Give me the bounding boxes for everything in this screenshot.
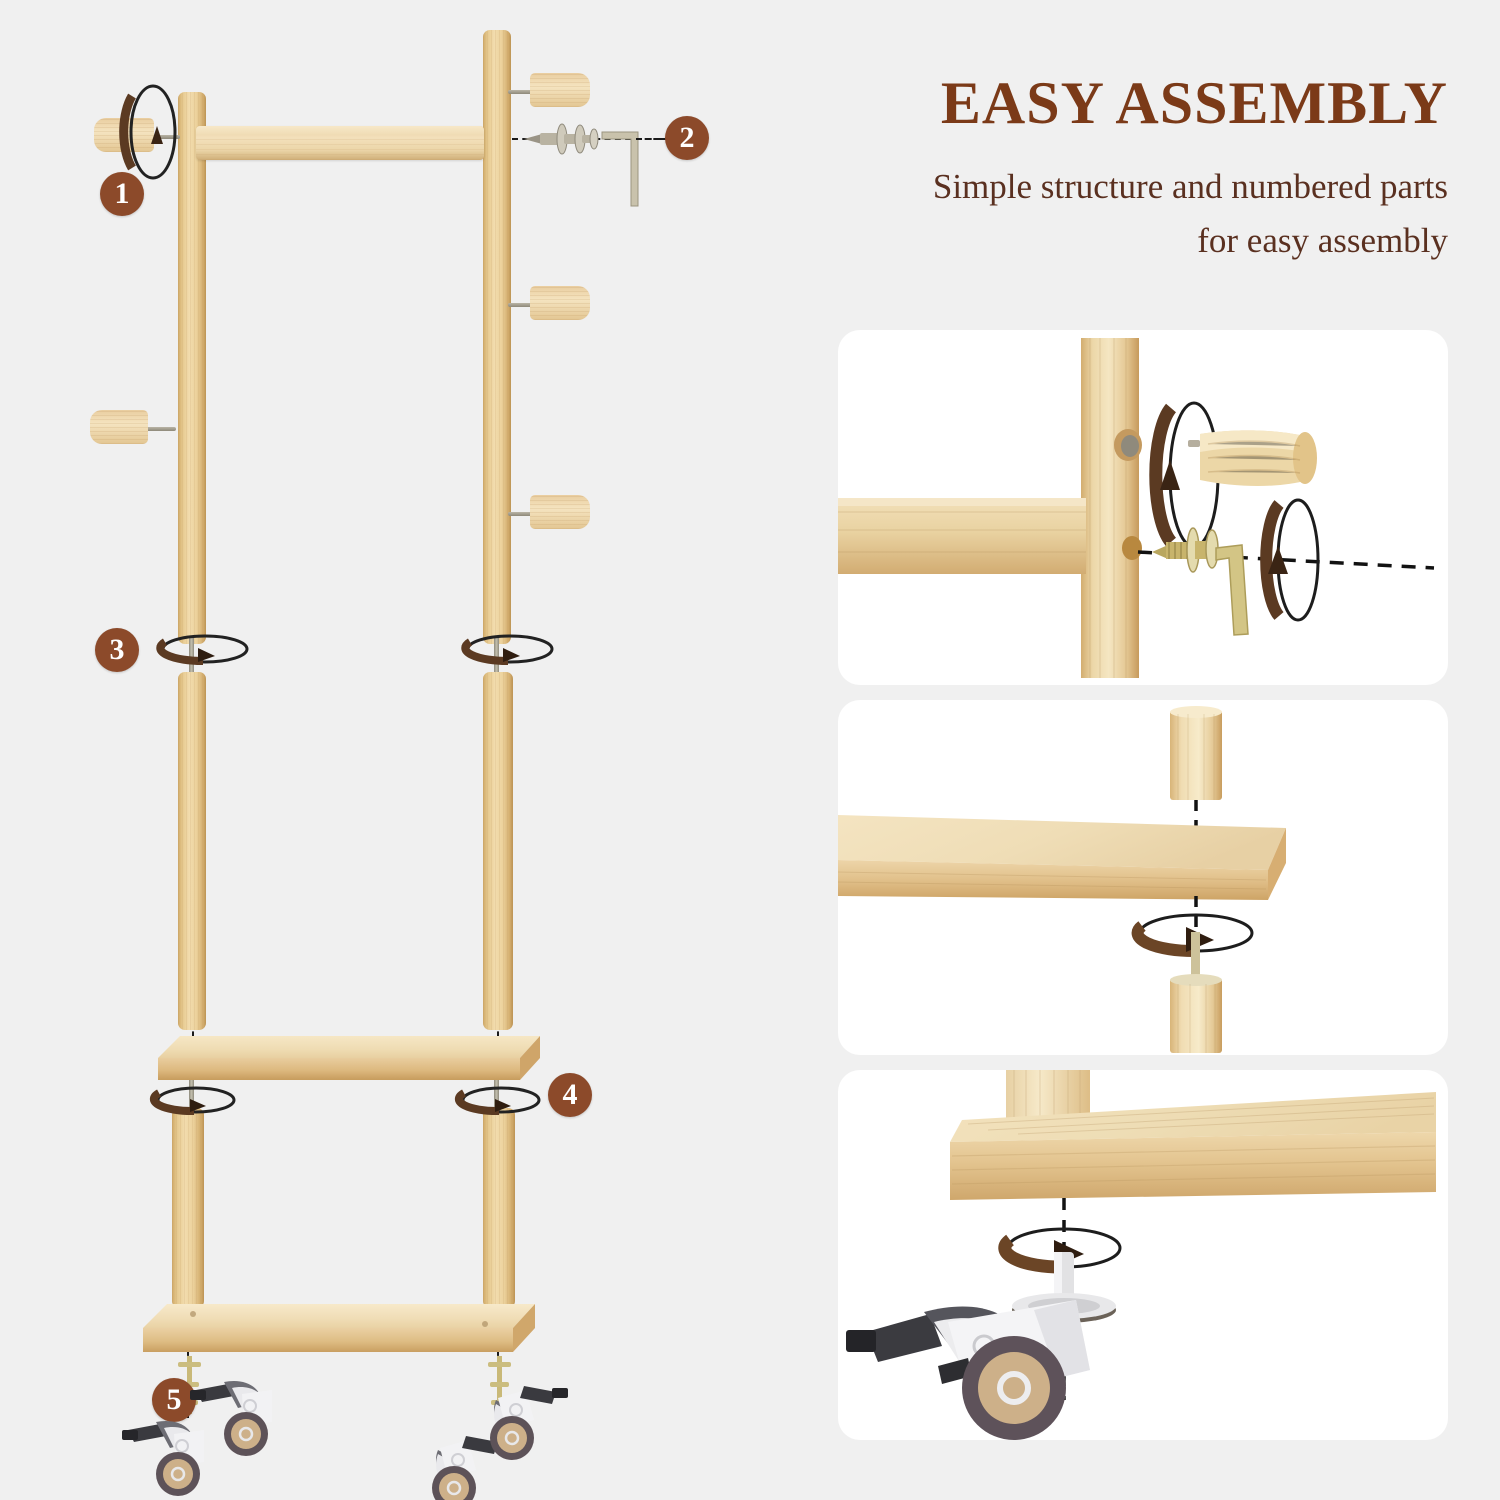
post-connector-pin-right-2 xyxy=(494,1078,499,1116)
peg-hook-right-3 xyxy=(530,495,590,529)
step-badge-5: 5 xyxy=(152,1378,196,1422)
post-right-upper xyxy=(483,30,511,644)
post-connector-pin-left-2 xyxy=(189,1078,194,1116)
detail-photo-caster-install xyxy=(838,1070,1448,1440)
rotation-arrow-icon-3-right xyxy=(461,634,554,666)
detail-photo-hook-and-bolt xyxy=(838,330,1448,685)
post-right-lower xyxy=(483,1108,515,1308)
shelf-middle xyxy=(150,1032,540,1087)
post-left-mid xyxy=(178,672,206,1030)
subtitle-line-2: for easy assembly xyxy=(1197,221,1448,261)
rotation-arrow-icon-4-left xyxy=(149,1086,236,1116)
step-badge-4: 4 xyxy=(548,1073,592,1117)
bolt-and-washers-icon xyxy=(524,123,599,155)
page-subtitle: Simple structure and numbered parts for … xyxy=(680,160,1448,269)
bolt-axis-guide-2 xyxy=(636,138,668,140)
caster-wheel-3 xyxy=(432,1436,510,1500)
peg-hook-left-mid xyxy=(90,410,148,444)
detail-photo-shelf-post-join xyxy=(838,700,1448,1055)
peg-pin-1 xyxy=(150,135,180,139)
post-left-lower xyxy=(172,1108,204,1308)
post-left-upper xyxy=(178,92,206,644)
step-badge-1: 1 xyxy=(100,172,144,216)
rotation-arrow-icon-4-right xyxy=(454,1086,541,1116)
peg-hook-right-2 xyxy=(530,286,590,320)
step-badge-3: 3 xyxy=(95,628,139,672)
step-badge-2: 2 xyxy=(665,116,709,160)
peg-hook-right-1 xyxy=(530,73,590,107)
page-title: EASY ASSEMBLY xyxy=(940,70,1448,136)
post-right-mid xyxy=(483,672,513,1030)
rotation-arrow-icon-1 xyxy=(119,84,177,180)
caster-wheel-2 xyxy=(190,1380,272,1456)
hanging-rail xyxy=(196,126,484,160)
peg-pin-right-3 xyxy=(508,512,536,516)
caster-wheel-1 xyxy=(122,1420,204,1496)
peg-pin-right-2 xyxy=(508,303,536,307)
shelf-base xyxy=(135,1300,535,1358)
rotation-arrow-icon-3-left xyxy=(156,634,249,666)
allen-key-icon xyxy=(601,131,639,207)
caster-wheel-4 xyxy=(490,1386,568,1460)
subtitle-line-1: Simple structure and numbered parts xyxy=(932,167,1448,206)
peg-pin-right-1 xyxy=(508,90,536,94)
peg-pin-left-mid xyxy=(144,427,176,431)
